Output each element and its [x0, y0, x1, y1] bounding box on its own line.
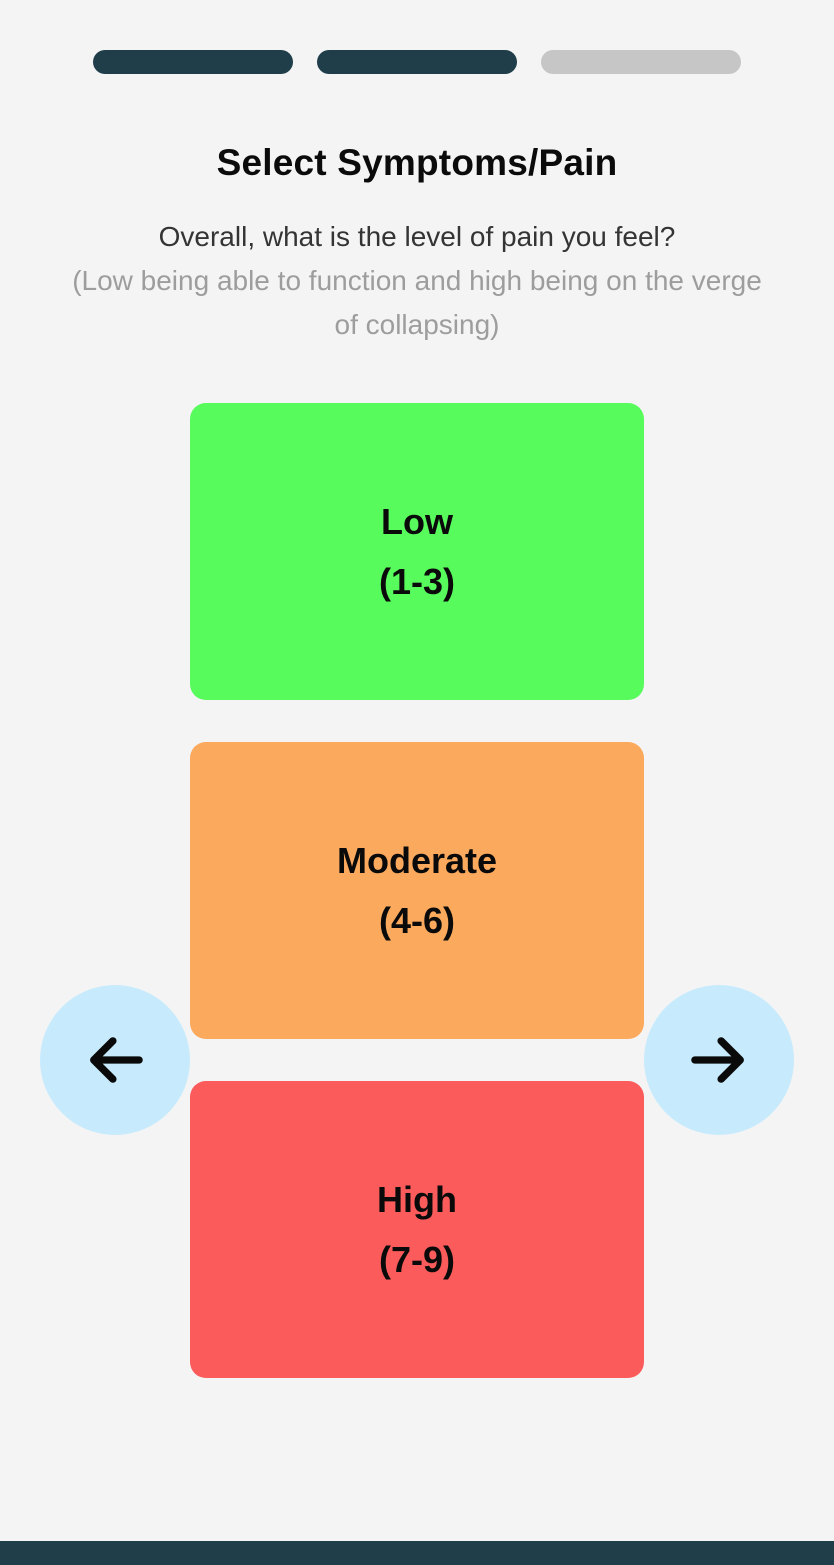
option-low[interactable]: Low (1-3)	[190, 403, 644, 700]
option-moderate[interactable]: Moderate (4-6)	[190, 742, 644, 1039]
back-button[interactable]	[40, 985, 190, 1135]
arrow-right-icon	[691, 1037, 744, 1083]
page-title: Select Symptoms/Pain	[216, 142, 618, 183]
option-high-label: High	[377, 1178, 457, 1220]
progress-segment-1	[93, 50, 293, 74]
bottom-bar	[0, 1541, 834, 1565]
option-moderate-label: Moderate	[336, 839, 498, 881]
option-low-label: Low	[381, 500, 453, 542]
arrow-left-icon	[90, 1037, 143, 1083]
hint-text: (Low being able to function and high bei…	[72, 265, 762, 340]
progress-segment-2	[317, 50, 517, 74]
option-high[interactable]: High (7-9)	[190, 1081, 644, 1378]
pain-level-options: Low (1-3) Moderate (4-6) High (7-9)	[190, 403, 644, 1378]
option-high-range: (7-9)	[378, 1238, 455, 1280]
option-low-range: (1-3)	[378, 560, 455, 602]
progress-bar	[0, 50, 834, 74]
option-moderate-range: (4-6)	[378, 899, 455, 941]
progress-segment-3	[541, 50, 741, 74]
next-button[interactable]	[644, 985, 794, 1135]
question-text: Overall, what is the level of pain you f…	[158, 221, 676, 252]
